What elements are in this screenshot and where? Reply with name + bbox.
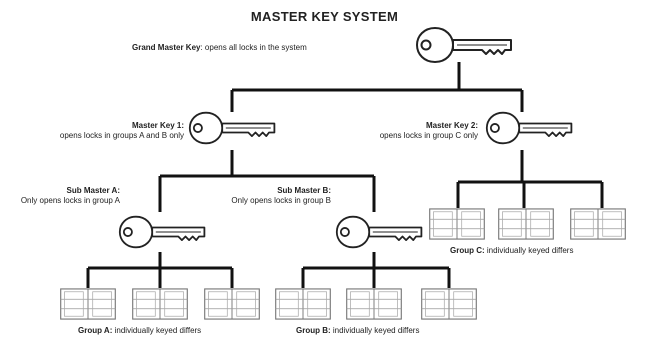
sub-master-b-desc: Only opens locks in group B	[231, 196, 331, 205]
group-a-label: Group A: individually keyed differs	[78, 326, 268, 336]
grand-master-key-icon	[416, 27, 512, 63]
group-b-lock-3	[421, 288, 477, 320]
group-b-lock-2	[346, 288, 402, 320]
master-key-1-name: Master Key 1:	[131, 121, 184, 130]
grand-master-desc: : opens all locks in the system	[200, 43, 307, 52]
sub-master-a-name: Sub Master A:	[66, 186, 121, 195]
grand-master-name: Grand Master Key	[132, 43, 201, 52]
group-c-label: Group C: individually keyed differs	[450, 246, 645, 256]
group-a-lock-2	[132, 288, 188, 320]
group-c-lock-2	[498, 208, 554, 240]
sub-master-b-name: Sub Master B:	[277, 186, 331, 195]
group-c-lock-3	[570, 208, 626, 240]
master-key-2-desc: opens locks in group C only	[379, 131, 478, 140]
group-c-desc: individually keyed differs	[486, 246, 574, 255]
master-key-1-icon	[188, 111, 276, 145]
master-key-2-label: Master Key 2: opens locks in group C onl…	[330, 121, 478, 141]
sub-master-a-desc: Only opens locks in group A	[20, 196, 120, 205]
diagram-title: MASTER KEY SYSTEM	[250, 9, 399, 24]
sub-master-b-label: Sub Master B: Only opens locks in group …	[205, 186, 331, 206]
group-b-name: Group B:	[296, 326, 331, 335]
group-b-label: Group B: individually keyed differs	[296, 326, 486, 336]
grand-master-label: Grand Master Key: opens all locks in the…	[132, 43, 422, 53]
sub-master-b-key-icon	[335, 215, 423, 249]
master-key-1-desc: opens locks in groups A and B only	[59, 131, 184, 140]
master-key-2-icon	[485, 111, 573, 145]
group-c-name: Group C:	[450, 246, 485, 255]
master-key-2-name: Master Key 2:	[425, 121, 478, 130]
sub-master-a-key-icon	[118, 215, 206, 249]
sub-master-a-label: Sub Master A: Only opens locks in group …	[0, 186, 120, 206]
group-b-desc: individually keyed differs	[332, 326, 420, 335]
group-a-desc: individually keyed differs	[114, 326, 202, 335]
master-key-1-label: Master Key 1: opens locks in groups A an…	[0, 121, 184, 141]
group-a-lock-1	[60, 288, 116, 320]
group-a-lock-3	[204, 288, 260, 320]
group-a-name: Group A:	[78, 326, 113, 335]
group-c-lock-1	[429, 208, 485, 240]
group-b-lock-1	[275, 288, 331, 320]
